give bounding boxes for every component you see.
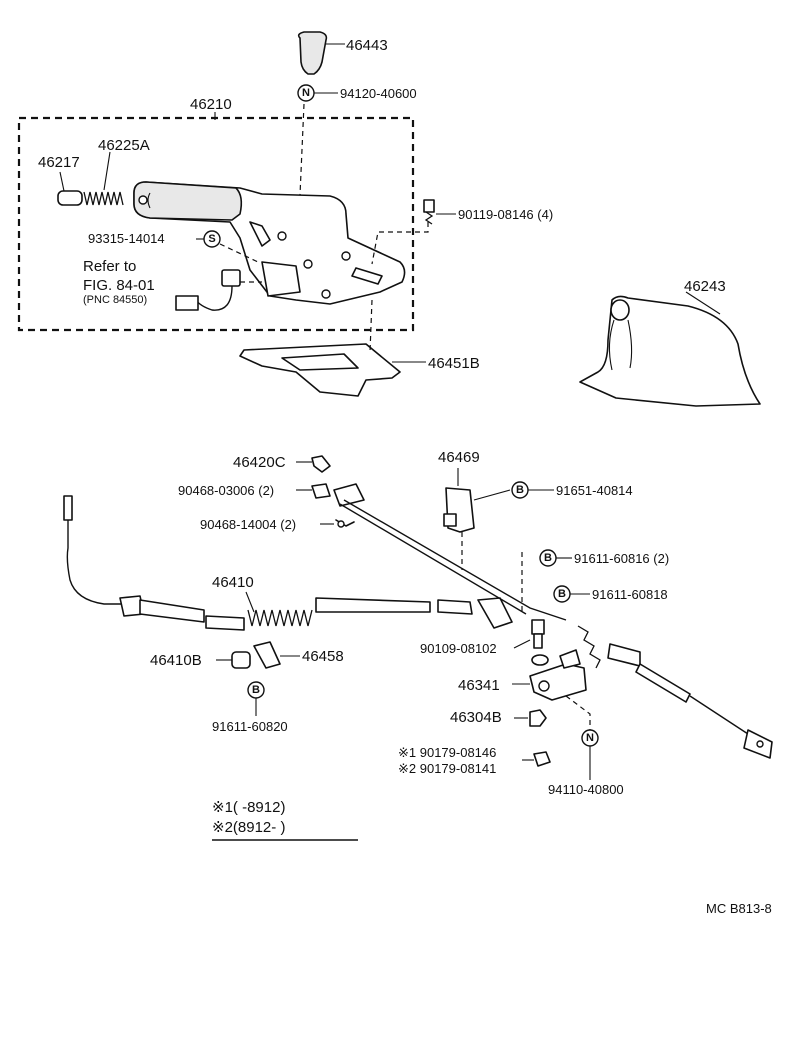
refer-line-2: FIG. 84-01 [83,277,155,294]
label-release-button: 46217 [38,154,80,171]
label-cable: 46410 [212,574,254,591]
b-symbol-icon-91651: B [511,481,529,499]
diagram-code: MC B813-8 [706,901,772,916]
label-retainer: 46451B [428,355,480,372]
label-clip-90468-14004: 90468-14004 (2) [200,517,296,532]
lever-assy-frame [17,116,415,332]
svg-text:B: B [558,588,566,600]
n-symbol-icon: N [297,84,315,102]
brake-lever-46210 [133,181,406,305]
label-knob-nut: 94120-40600 [340,86,417,101]
label-bolt: 90119-08146 (4) [458,207,553,222]
label-clip-90468-03006: 90468-03006 (2) [178,483,274,498]
bushing-46410b [231,651,251,669]
b-symbol-icon-91611-60820: B [247,681,265,699]
svg-text:S: S [208,233,215,245]
bracket-46469 [443,487,511,570]
label-pin: 90109-08102 [420,641,497,656]
b-symbol-icon-91611-60818: B [553,585,571,603]
svg-text:N: N [302,87,310,99]
label-lever-assy: 46210 [190,96,232,113]
label-collar: 46304B [450,709,502,726]
b-symbol-icon-91611-60816: B [539,549,557,567]
label-clip-46420c: 46420C [233,454,286,471]
legend-row-1: ※1( -8912) [212,799,285,816]
label-screw: 93315-14014 [88,231,165,246]
label-nut-note1: ※1 90179-08146 [398,745,496,760]
label-nut-note2: ※2 90179-08141 [398,761,496,776]
bolt-90119 [371,199,456,265]
equalizer-46341 [529,649,591,730]
n-symbol-icon-94110: N [581,729,599,747]
label-boot: 46243 [684,278,726,295]
label-clamp: 46458 [302,648,344,665]
nut-90179 [533,751,551,767]
boot-46243 [579,291,761,407]
release-button-46217 [57,171,83,206]
label-bolt-91611-60820: 91611-60820 [212,719,288,734]
s-symbol-icon: S [203,230,221,248]
refer-line-3: (PNC 84550) [83,294,147,306]
svg-text:N: N [586,732,594,744]
label-knob: 46443 [346,37,388,54]
brake-switch [175,261,301,311]
release-spring-46225a [83,151,124,206]
date-legend: ※1( -8912) ※2(8912- ) [212,799,358,841]
clamp-46458 [253,641,281,669]
label-bolt-91651: 91651-40814 [556,483,633,498]
label-bolt-91611-60818: 91611-60818 [592,587,668,602]
label-bracket: 46469 [438,449,480,466]
label-nut-94110: 94110-40800 [548,782,624,797]
brake-cable-46410 [63,495,773,759]
svg-text:B: B [544,552,552,564]
label-equalizer: 46341 [458,677,500,694]
clip-90468-03006 [311,483,365,507]
refer-line-1: Refer to [83,258,136,275]
legend-row-2: ※2(8912- ) [212,819,285,836]
label-release-spring: 46225A [98,137,150,154]
svg-text:B: B [516,484,524,496]
collar-46304b [529,709,547,727]
label-bolt-91611-60816: 91611-60816 (2) [574,551,669,566]
svg-text:B: B [252,684,260,696]
clip-90468-14004 [335,519,355,528]
knob-46443 [297,31,345,75]
label-bushing: 46410B [150,652,202,669]
retainer-46451b [239,299,426,397]
clip-46420c [311,455,331,473]
pin-90109 [531,619,549,666]
